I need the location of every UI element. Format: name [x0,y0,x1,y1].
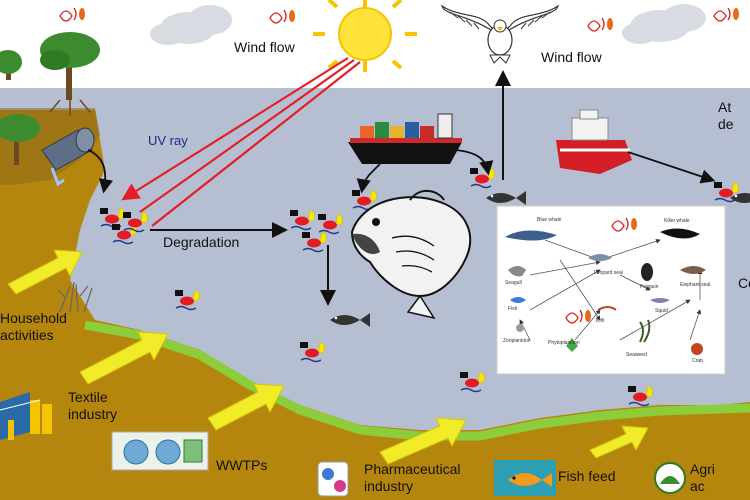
sun-icon [313,0,417,72]
cargo-ship-icon [348,113,462,164]
dead-bush-icon [57,281,93,313]
wwtp-icon [111,431,209,471]
foodweb-label: Killer whale [664,218,690,224]
label-wind-flow-right: Wind flow [541,49,603,65]
icebreaker-ship-icon [556,109,632,174]
eagle-icon [440,4,560,64]
cloud-icon [150,5,232,45]
foodweb-label: Squid [655,308,668,314]
foodweb-label: Phytoplankton [548,340,580,346]
arrow-ship [454,149,494,176]
uv-rays [121,57,361,227]
foodweb-label: Elephant seal [680,282,710,288]
source-arrows [7,249,649,465]
foodweb-label: Seaweed [626,352,647,358]
agriculture-icon [654,462,686,494]
label-wind-flow-left: Wind flow [234,39,296,55]
foodweb-label: Penguin [640,284,659,290]
land-shore [0,110,750,500]
shore-grass [84,320,750,441]
factory-icon [0,392,52,440]
foodweb-label: Blue whale [537,217,562,223]
arrow-pipe [87,149,114,194]
label-uv-ray: UV ray [148,133,188,148]
fish-feed-icon [494,460,556,496]
tree-icon [0,50,22,80]
foodweb-label: Fish [508,306,518,312]
pipe-icon [41,127,95,187]
foodweb-label: Zooplankton [503,338,531,344]
label-co: Co [738,275,750,291]
label-degradation: Degradation [163,234,239,250]
foodweb-label: Crab [692,358,703,364]
arrow-ship-down [356,163,381,194]
foodweb-label: Krill [596,318,604,324]
arrow-icebreaker [627,151,716,184]
tree-icon [0,114,40,165]
foodweb-label: Leopard seal [594,270,623,276]
food-web-panel: Blue whale Killer whale Seagull Leopard … [496,205,726,375]
pills-icon [317,461,349,497]
label-wwtps: WWTPs [216,457,267,473]
bass-fish-icon [350,190,471,320]
tree-icon [40,32,100,116]
cloud-icon [622,4,706,44]
label-fish-feed: Fish feed [558,468,616,484]
foodweb-label: Seagull [505,280,522,286]
